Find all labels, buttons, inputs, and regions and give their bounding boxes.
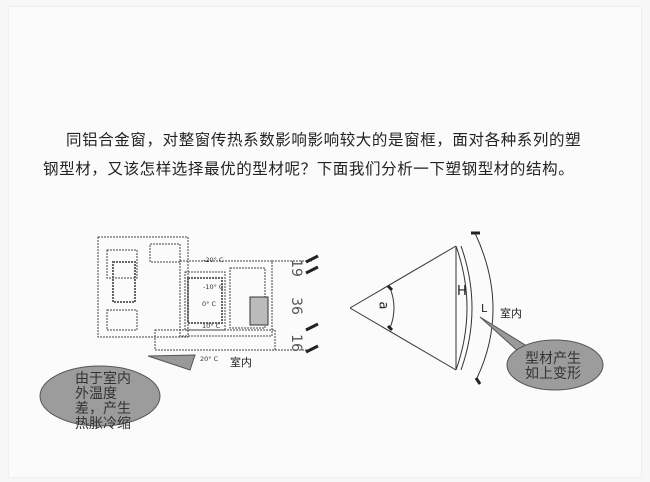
glass-seal bbox=[249, 296, 269, 326]
callout-bubble-left bbox=[39, 365, 161, 427]
temp-label: -20° C bbox=[203, 256, 224, 264]
height-label: H bbox=[457, 284, 467, 299]
dimension-label: 36 bbox=[287, 297, 304, 315]
callout-bubble-right bbox=[506, 339, 604, 391]
angle-label: a bbox=[375, 301, 391, 310]
temp-label: 0° C bbox=[202, 300, 216, 308]
deflection-diagram bbox=[349, 232, 494, 379]
dimension-label: 16 bbox=[287, 334, 304, 352]
window-profile-section bbox=[97, 236, 312, 351]
room-label: 室内 bbox=[230, 356, 252, 369]
callout-text-left: 由于室内外温度差，产生热胀冷缩 bbox=[75, 371, 131, 432]
paragraph-text: 同铝合金窗，对整窗传热系数影响影响较大的是窗框，面对各种系列的塑钢型材，又该怎样… bbox=[43, 131, 582, 178]
length-label: L bbox=[481, 302, 488, 315]
callout-pointer bbox=[147, 354, 196, 371]
dimension-label: 19 bbox=[287, 259, 304, 277]
temp-label: 10° C bbox=[202, 322, 221, 330]
temp-label: -10° C bbox=[203, 283, 224, 291]
dimension-ticks bbox=[305, 254, 319, 354]
body-paragraph: 同铝合金窗，对整窗传热系数影响影响较大的是窗框，面对各种系列的塑钢型材，又该怎样… bbox=[43, 126, 583, 184]
room-label: 室内 bbox=[500, 307, 522, 320]
callout-text-right: 型材产生如上变形 bbox=[525, 351, 581, 382]
temp-label: 20° C bbox=[200, 355, 219, 363]
